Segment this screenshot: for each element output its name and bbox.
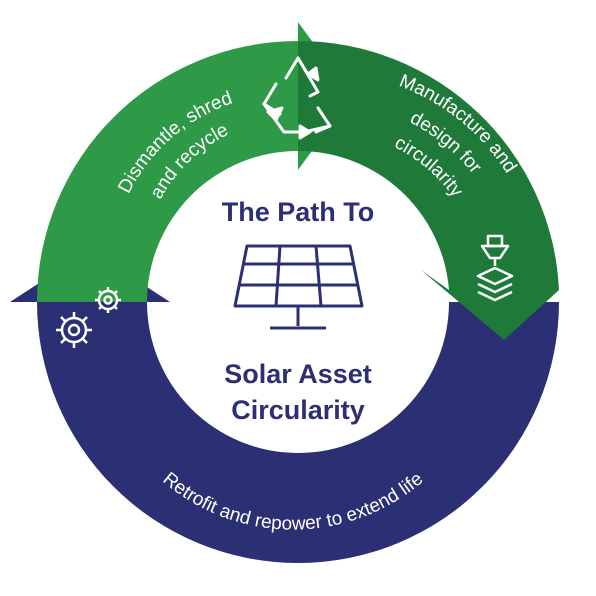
3d-printer-icon bbox=[476, 234, 514, 302]
solar-panel-icon bbox=[233, 244, 364, 330]
gears-icon bbox=[56, 287, 121, 348]
recycle-arc bbox=[37, 22, 352, 302]
title-line1: The Path To bbox=[222, 197, 375, 227]
retrofit-arc bbox=[10, 250, 559, 563]
recycle-icon bbox=[262, 56, 332, 140]
title-line3: Circularity bbox=[231, 395, 365, 425]
title-line2: Solar Asset bbox=[224, 359, 372, 389]
manufacture-arc bbox=[298, 40, 581, 341]
